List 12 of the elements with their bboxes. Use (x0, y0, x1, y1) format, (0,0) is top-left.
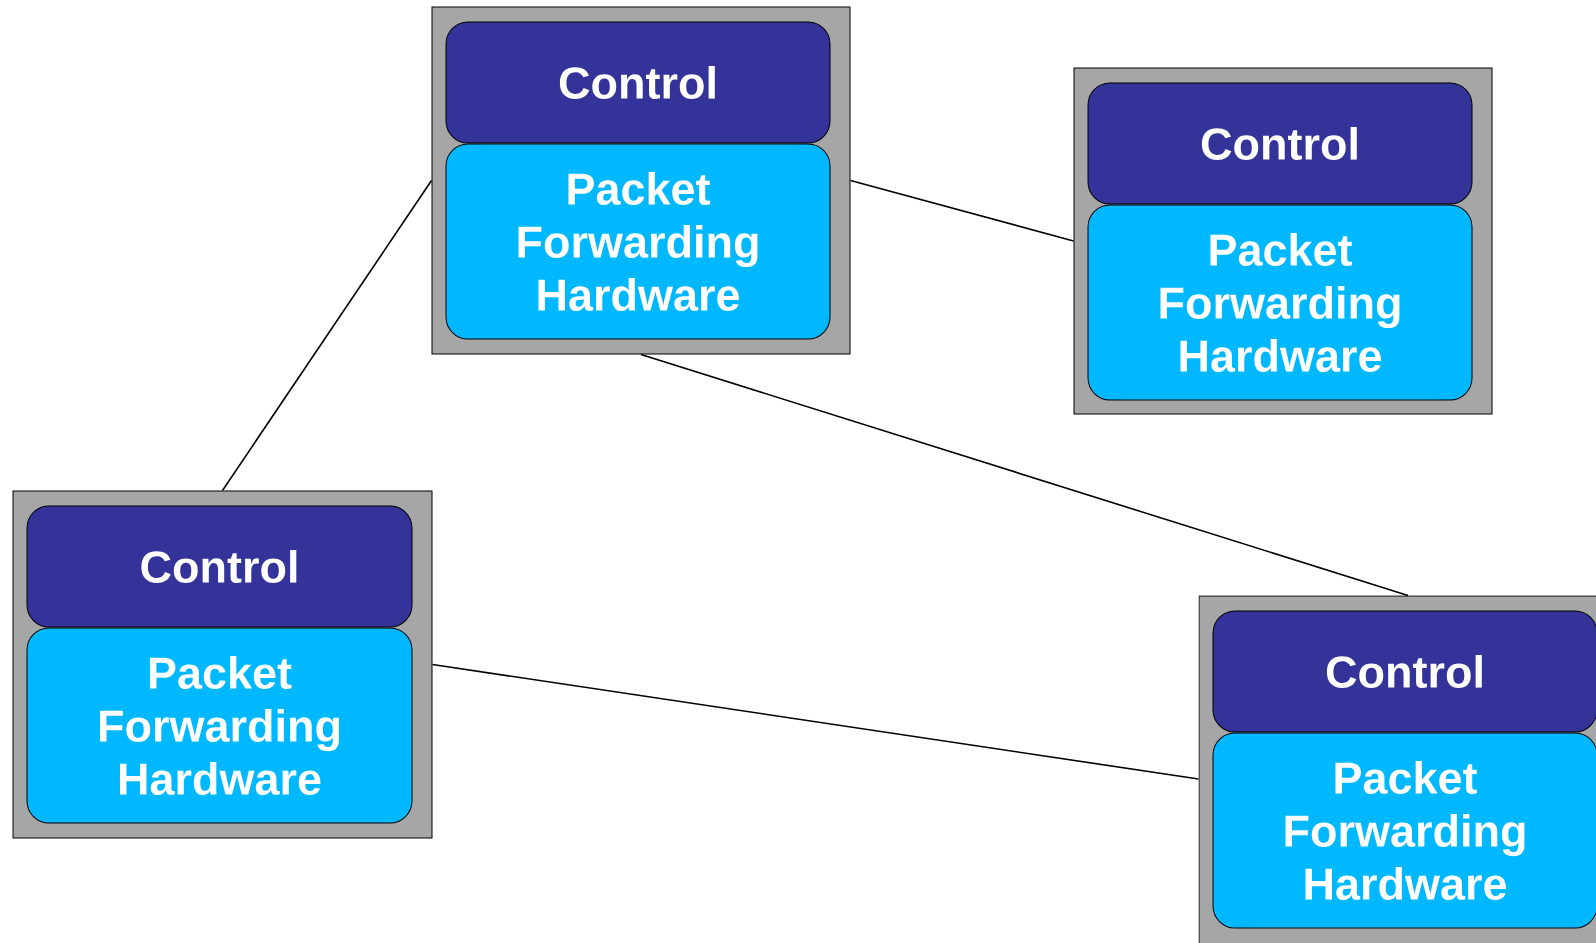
control-box: Control (1087, 82, 1473, 205)
forwarding-box: Packet Forwarding Hardware (1212, 732, 1596, 929)
control-box: Control (1212, 610, 1596, 733)
forwarding-box: Packet Forwarding Hardware (445, 143, 831, 340)
forwarding-box: Packet Forwarding Hardware (1087, 204, 1473, 401)
connection-line (640, 353, 1409, 597)
control-box: Control (445, 21, 831, 144)
forwarding-box: Packet Forwarding Hardware (26, 627, 413, 824)
connection-line (431, 663, 1200, 780)
control-box: Control (26, 505, 413, 628)
connection-line (221, 179, 433, 492)
connection-line (849, 179, 1075, 242)
